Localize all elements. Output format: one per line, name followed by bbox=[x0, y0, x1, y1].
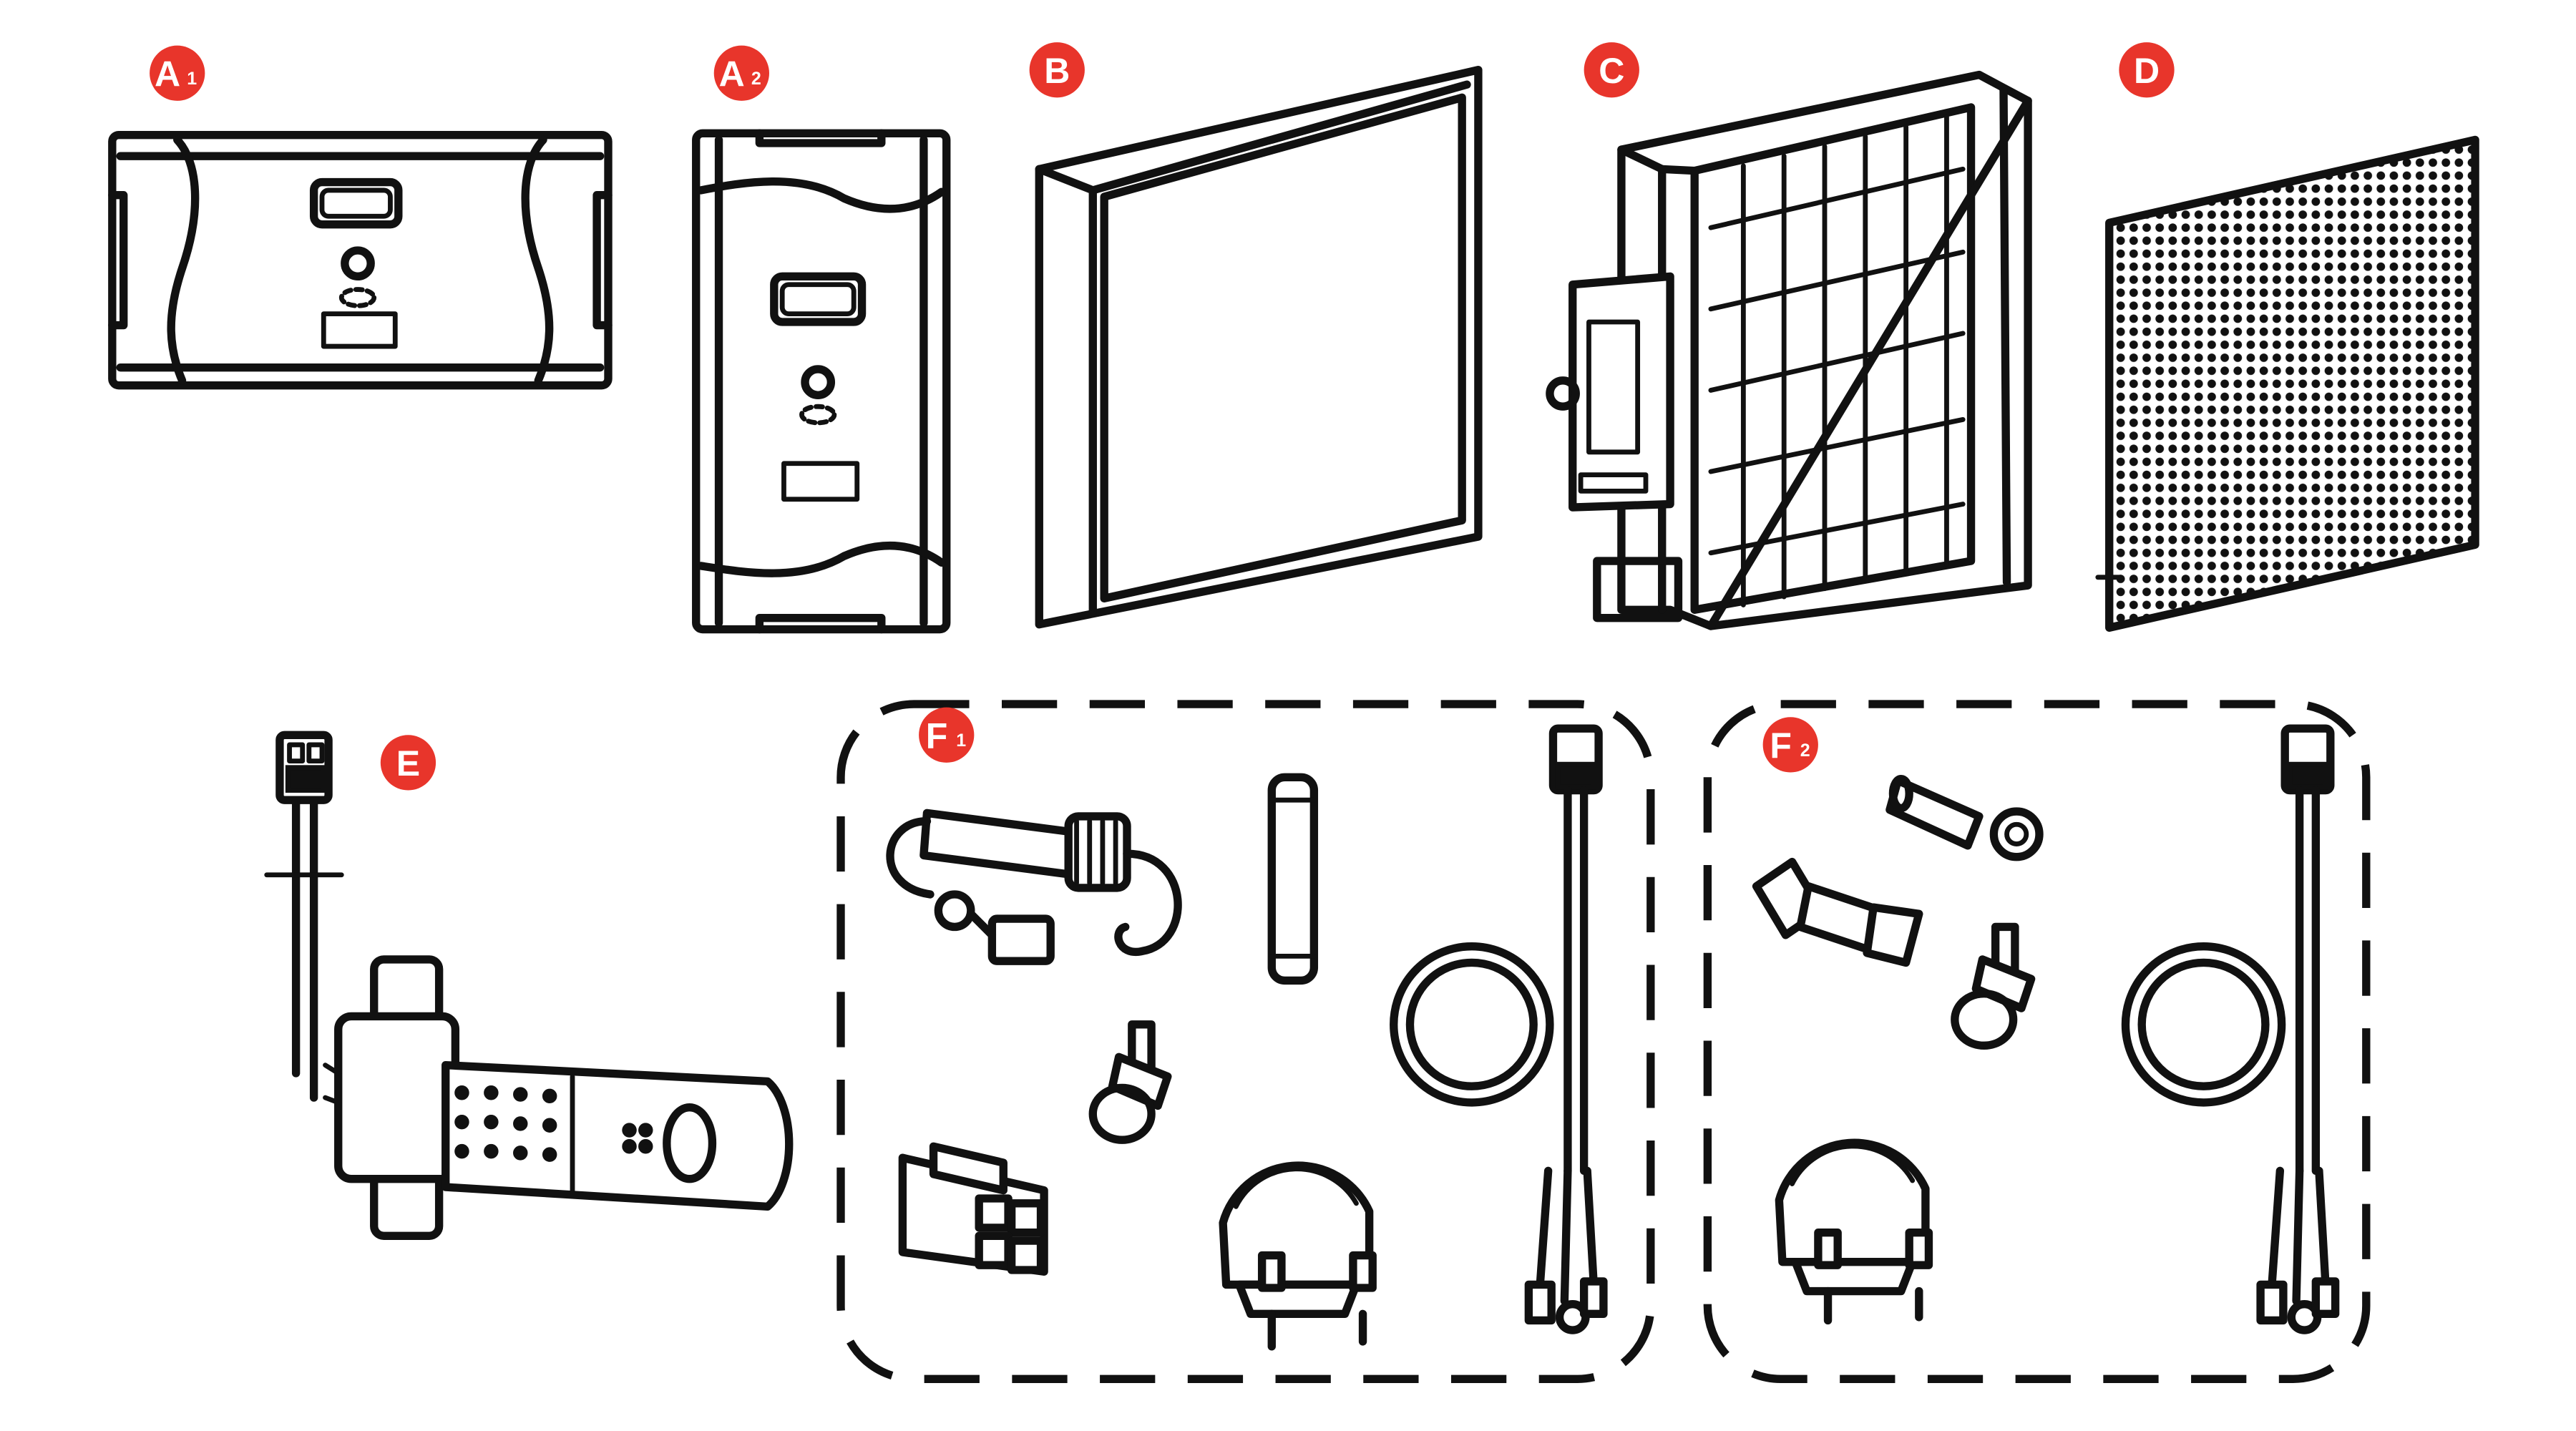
badge-d-letter: D bbox=[2134, 51, 2160, 91]
badge-a1-letter: A bbox=[155, 54, 180, 94]
badge-c: C bbox=[1584, 42, 1639, 98]
badge-a2-letter: A bbox=[719, 54, 745, 94]
f1-cable-clamp bbox=[1088, 1020, 1172, 1144]
kit-f1-border bbox=[836, 700, 1655, 1383]
f1-fuse bbox=[1267, 773, 1319, 985]
sensor-holes bbox=[454, 1085, 653, 1162]
badge-e-letter: E bbox=[396, 743, 420, 783]
f1-fuse-holder bbox=[886, 809, 1182, 965]
kit-f2-border bbox=[1703, 700, 2371, 1383]
badge-a2-sub: 2 bbox=[751, 69, 761, 89]
part-a2-vertical-unit bbox=[692, 129, 951, 634]
part-e-sensor bbox=[264, 731, 794, 1240]
badge-f2: F 2 bbox=[1762, 717, 1818, 773]
part-c-cabinet bbox=[1546, 70, 2032, 630]
part-b-filter bbox=[1035, 66, 1483, 629]
f1-conduit-connector bbox=[1219, 1161, 1377, 1351]
badge-b-letter: B bbox=[1044, 51, 1070, 91]
f2-spade-terminal bbox=[1752, 857, 1923, 967]
f2-ring-terminal bbox=[1885, 774, 2044, 861]
badge-f2-sub: 2 bbox=[1800, 741, 1810, 761]
part-a1-horizontal-unit bbox=[108, 130, 613, 390]
badge-f1-letter: F bbox=[926, 716, 948, 756]
badge-e: E bbox=[380, 735, 436, 791]
badge-b: B bbox=[1029, 42, 1085, 98]
f1-wire-harness bbox=[1390, 724, 1608, 1334]
part-d-mesh-panel bbox=[2095, 135, 2479, 632]
badge-a1: A 1 bbox=[150, 45, 205, 101]
badge-a1-sub: 1 bbox=[187, 69, 197, 89]
badge-a2: A 2 bbox=[713, 45, 769, 101]
f2-conduit-connector bbox=[1775, 1138, 1933, 1325]
badge-c-letter: C bbox=[1599, 51, 1624, 91]
badge-d: D bbox=[2119, 42, 2175, 98]
f2-cable-clamp bbox=[1951, 922, 2036, 1050]
badge-f1-sub: 1 bbox=[956, 731, 966, 751]
f2-wire-harness bbox=[2121, 724, 2340, 1334]
f1-connector bbox=[898, 1142, 1048, 1276]
badge-f2-letter: F bbox=[1770, 726, 1792, 766]
badge-f1: F 1 bbox=[919, 707, 975, 763]
